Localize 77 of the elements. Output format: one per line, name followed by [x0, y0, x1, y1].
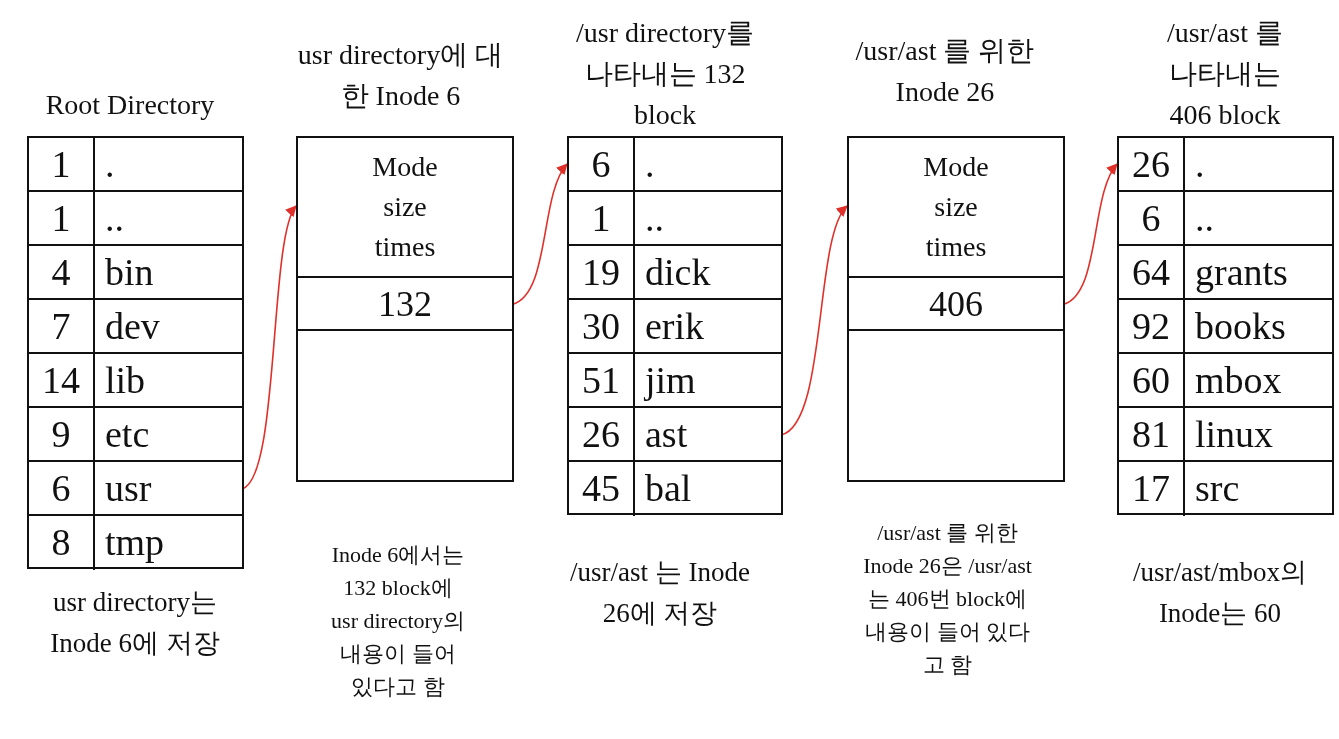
name-cell-text: .. [644, 196, 664, 241]
number-cell: 45 [569, 462, 635, 516]
number-cell: 6 [569, 138, 635, 190]
note-text: /usr/ast 를 위한 Inode 26은 /usr/ast는 406번 block에 내용이 들어 있다고 함 [862, 519, 1033, 679]
table-row [1119, 354, 1332, 408]
table-row [29, 462, 242, 516]
table-row [29, 246, 242, 300]
number-cell: 7 [29, 300, 95, 352]
name-cell-text: src [1194, 466, 1240, 511]
block-number-cell: 406 [849, 278, 1063, 331]
name-cell-text: dev [104, 304, 160, 349]
table-row [29, 192, 242, 246]
note-text: /usr/ast 는 Inode 26에 저장 [569, 556, 751, 630]
table-row [569, 354, 781, 408]
number-cell: 17 [1119, 462, 1185, 516]
number-cell: 64 [1119, 246, 1185, 298]
table-heading: /usr/ast 를 나타내는 406 block [1166, 16, 1284, 132]
number-cell: 30 [569, 300, 635, 352]
name-cell-text: etc [104, 412, 150, 457]
block-number-cell: 132 [298, 278, 512, 331]
table-row [569, 192, 781, 246]
name-cell-text: books [1194, 304, 1286, 349]
number-cell: 81 [1119, 408, 1185, 460]
table-row [569, 408, 781, 462]
note-text: /usr/ast/mbox의 Inode는 60 [1132, 556, 1308, 630]
table-row [569, 300, 781, 354]
number-cell: 26 [1119, 138, 1185, 190]
number-cell: 19 [569, 246, 635, 298]
table-row [569, 246, 781, 300]
name-cell-text: . [104, 142, 115, 187]
number-cell: 60 [1119, 354, 1185, 406]
table-row [569, 138, 781, 192]
number-cell: 26 [569, 408, 635, 460]
name-cell-text: ast [644, 412, 688, 457]
name-cell-text: jim [643, 358, 696, 403]
number-cell: 6 [29, 462, 95, 514]
name-cell-text: linux [1194, 412, 1274, 457]
table-row [29, 300, 242, 354]
name-cell-text: bin [104, 250, 154, 295]
table-row [29, 354, 242, 408]
name-cell-text: bal [644, 466, 692, 511]
table-heading: /usr directory를 나타내는 132 block [574, 16, 756, 132]
number-cell: 1 [29, 192, 95, 244]
name-cell-text: mbox [1194, 358, 1282, 403]
name-cell-text: usr [104, 466, 152, 511]
table-row [29, 138, 242, 192]
name-cell-text: . [644, 142, 655, 187]
note-text: usr directory는 Inode 6에 저장 [49, 586, 221, 660]
number-cell: 51 [569, 354, 635, 406]
number-cell: 1 [569, 192, 635, 244]
table-row [1119, 408, 1332, 462]
number-cell: 14 [29, 354, 95, 406]
table-heading: usr directory에 대한 Inode 6 [296, 38, 505, 113]
table-row [29, 408, 242, 462]
note-text: Inode 6에서는 132 block에 usr directory의 내용이 들어 있다고 함 [330, 541, 466, 701]
table-row [1119, 246, 1332, 300]
name-cell-text: .. [1194, 196, 1214, 241]
name-cell-text: lib [104, 358, 146, 403]
number-cell: 9 [29, 408, 95, 460]
number-cell: 8 [29, 516, 95, 570]
name-cell-text: .. [104, 196, 124, 241]
number-cell: 92 [1119, 300, 1185, 352]
name-cell-text: . [1194, 142, 1205, 187]
table-row [1119, 300, 1332, 354]
number-cell: 6 [1119, 192, 1185, 244]
table-row [1119, 192, 1332, 246]
inode-field-list: Mode size times [849, 138, 1063, 278]
number-cell: 4 [29, 246, 95, 298]
table-row [1119, 138, 1332, 192]
inode-field-list: Mode size times [298, 138, 512, 278]
number-cell: 1 [29, 138, 95, 190]
name-cell-text: dick [644, 250, 711, 295]
name-cell-text: tmp [104, 520, 165, 565]
name-cell-text: grants [1194, 250, 1288, 295]
table-heading: /usr/ast 를 위한 Inode 26 [854, 34, 1036, 109]
table-heading: Root Directory [44, 88, 216, 122]
name-cell-text: erik [644, 304, 705, 349]
